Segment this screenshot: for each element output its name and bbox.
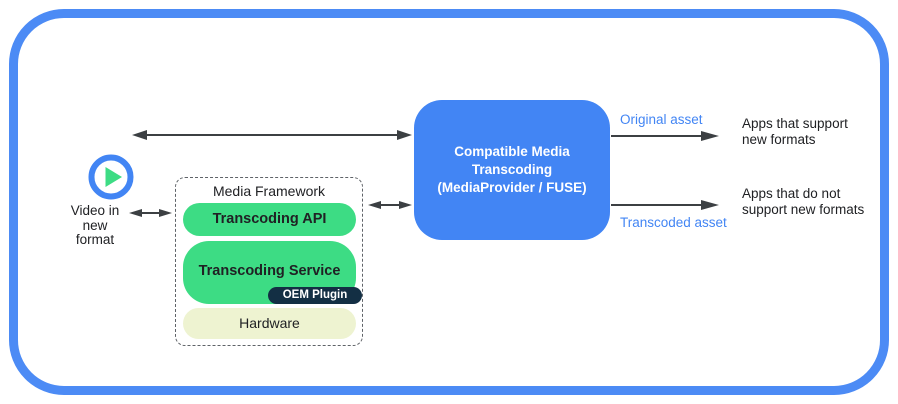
source-label: Video in new format xyxy=(70,203,120,247)
apps-support-label: Apps that support new formats xyxy=(742,116,848,147)
arrow-framework-transcoder xyxy=(368,201,412,209)
transcoding-service-layer: Transcoding Service OEM Plugin xyxy=(183,241,362,304)
media-framework-box: Media Framework Transcoding API Transcod… xyxy=(175,177,363,346)
transcoder-box: Compatible Media Transcoding (MediaProvi… xyxy=(414,100,610,240)
arrow-transcoded-asset xyxy=(611,200,719,210)
original-asset-label: Original asset xyxy=(620,112,703,127)
play-icon-graphic xyxy=(88,154,134,200)
transcoded-asset-label: Transcoded asset xyxy=(620,215,727,230)
media-framework-title: Media Framework xyxy=(212,183,326,199)
arrow-video-transcoder xyxy=(132,130,412,140)
transcoding-api-layer: Transcoding API xyxy=(183,203,356,236)
transcoding-service-label: Transcoding Service xyxy=(198,263,341,279)
hardware-layer: Hardware xyxy=(183,308,356,339)
arrow-original-asset xyxy=(611,131,719,141)
oem-plugin-badge: OEM Plugin xyxy=(268,287,362,304)
play-icon xyxy=(88,154,134,200)
apps-no-support-label: Apps that do not support new formats xyxy=(742,186,865,217)
